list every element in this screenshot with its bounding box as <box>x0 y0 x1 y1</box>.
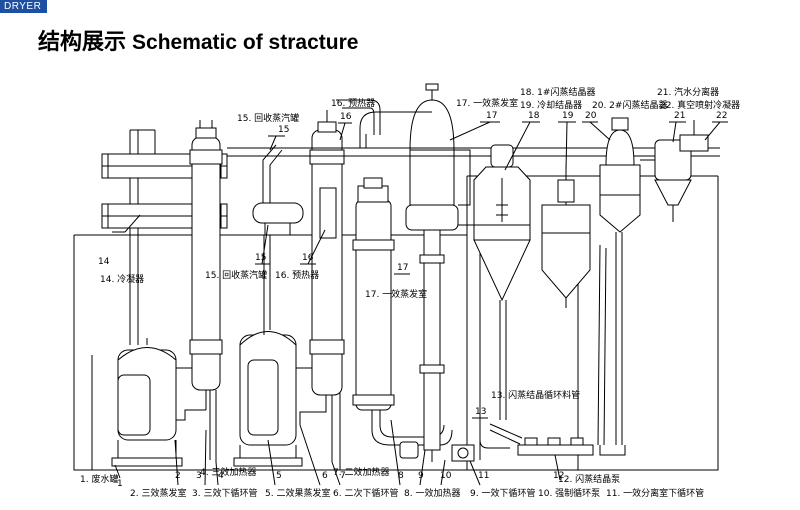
cooling-crystallizer-19 <box>541 165 591 308</box>
separator-and-jet <box>640 120 709 222</box>
label-19: 19. 冷却结晶器 <box>520 99 582 111</box>
flash-crystallizer-20 <box>597 117 641 446</box>
number-17-lower: 17 <box>397 263 408 273</box>
number-6: 6 <box>322 471 328 481</box>
number-9: 9 <box>418 471 424 481</box>
number-3: 3 <box>196 471 202 481</box>
number-14: 14 <box>98 257 110 267</box>
preheater-16 <box>319 99 381 239</box>
number-18: 18 <box>528 111 540 121</box>
flash-crystallizer-18 <box>473 144 531 420</box>
label-16-top: 16. 预热器 <box>331 97 375 109</box>
label-17-top: 17. 一效蒸发室 <box>456 97 518 109</box>
label-7: 7. 二效加热器 <box>333 466 389 478</box>
title-chinese: 结构展示 <box>38 30 127 55</box>
number-20: 20 <box>585 111 597 121</box>
label-4: 4. 三效加热器 <box>200 466 256 478</box>
label-15-top: 15. 回收蒸汽罐 <box>237 112 299 124</box>
number-5: 5 <box>276 471 282 481</box>
third-effect <box>111 120 223 467</box>
label-22: 22. 真空喷射冷凝器 <box>660 99 740 111</box>
number-16: 16 <box>340 112 352 122</box>
callout-numbers: 14 15 16 17 18 19 20 21 22 15 16 17 13 1… <box>98 111 727 489</box>
number-8: 8 <box>398 471 404 481</box>
number-11: 11 <box>478 471 489 481</box>
number-17: 17 <box>486 111 497 121</box>
number-19: 19 <box>562 111 574 121</box>
number-2: 2 <box>175 471 181 481</box>
label-14: 14. 冷凝器 <box>100 273 144 285</box>
number-12: 12 <box>553 471 564 481</box>
label-9: 9. 一效下循环管 <box>470 487 535 499</box>
number-21: 21 <box>674 111 685 121</box>
label-17: 17. 一效蒸发室 <box>365 288 427 300</box>
label-12: 12. 闪蒸结晶泵 <box>558 473 620 485</box>
vapor-header <box>227 111 720 157</box>
label-15: 15. 回收蒸汽罐 <box>205 269 267 281</box>
number-10: 10 <box>440 471 452 481</box>
label-6: 6. 二次下循环管 <box>333 487 398 499</box>
label-11: 11. 一效分离室下循环管 <box>606 487 704 499</box>
flash-circulation-pipe-13 <box>479 420 626 456</box>
steam-tank-15 <box>252 144 304 330</box>
title-english: Schematic of stracture <box>132 31 359 54</box>
label-21: 21. 汽水分离器 <box>657 86 719 98</box>
number-13: 13 <box>475 407 486 417</box>
number-16-lower: 16 <box>302 253 314 263</box>
label-2: 2. 三效蒸发室 <box>130 487 186 499</box>
label-8: 8. 一效加热器 <box>404 487 460 499</box>
number-7: 7 <box>340 471 346 481</box>
label-3: 3. 三效下循环管 <box>192 487 257 499</box>
label-5: 5. 二效果蒸发室 <box>265 487 330 499</box>
label-13: 13. 闪蒸结晶循环料管 <box>491 389 580 401</box>
number-4: 4 <box>218 471 224 481</box>
number-15: 15 <box>278 125 289 135</box>
number-1: 1 <box>117 479 123 489</box>
dryer-tag: DRYER <box>0 0 48 13</box>
number-22: 22 <box>716 111 727 121</box>
label-18: 18. 1#闪蒸结晶器 <box>520 86 595 98</box>
number-15-lower: 15 <box>255 253 266 263</box>
description-labels: 16. 预热器 17. 一效蒸发室 18. 1#闪蒸结晶器 19. 冷却结晶器 … <box>80 86 740 499</box>
leader-lines <box>112 121 728 486</box>
first-effect <box>352 83 481 462</box>
label-16: 16. 预热器 <box>275 269 319 281</box>
label-1: 1. 废水罐 <box>80 473 118 485</box>
label-10: 10. 强制循环泵 <box>538 487 600 499</box>
label-20: 20. 2#闪蒸结晶器 <box>592 99 667 111</box>
second-effect <box>233 110 345 467</box>
